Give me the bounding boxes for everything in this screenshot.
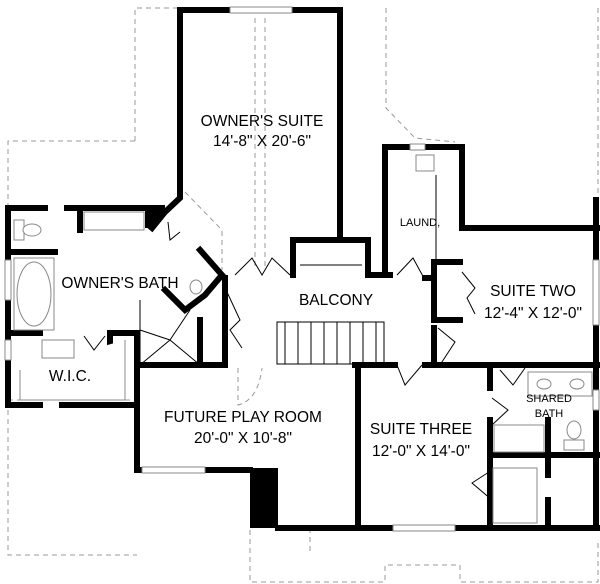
suite-two-label: SUITE TWO [490,283,576,300]
wic-label: W.I.C. [49,368,91,385]
shared-tub [493,424,545,453]
future-play-room-label: FUTURE PLAY ROOM [164,409,322,426]
shared-bath-label-line2: BATH [535,408,564,420]
suite-three-label: SUITE THREE [370,421,472,438]
future-play-room-size: 20'-0" X 10'-8" [194,430,292,447]
suite-two-size: 12'-4" X 12'-0" [484,305,582,322]
windows [4,6,600,532]
shared-bath-label-line1: SHARED [526,393,572,405]
toilet [22,223,42,237]
doors [83,221,526,501]
balcony-label: BALCONY [299,292,373,309]
owners-suite-size: 14'-8" X 20'-6" [213,133,311,150]
staircase [139,300,385,366]
chimney [250,468,278,528]
walls [5,7,600,531]
washer [415,154,435,172]
laundry-label: LAUND, [400,217,440,229]
owners-suite-label: OWNER'S SUITE [201,113,324,130]
suite-three-size: 12'-0" X 14'-0" [372,443,470,460]
room-labels: OWNER'S SUITE 14'-8" X 20'-6" OWNER'S BA… [49,113,582,460]
wall-pier [145,205,165,228]
closet-shelf [492,467,538,524]
owners-bath-label: OWNER'S BATH [61,275,178,292]
fixtures [13,154,593,524]
shared-toilet [566,420,582,440]
